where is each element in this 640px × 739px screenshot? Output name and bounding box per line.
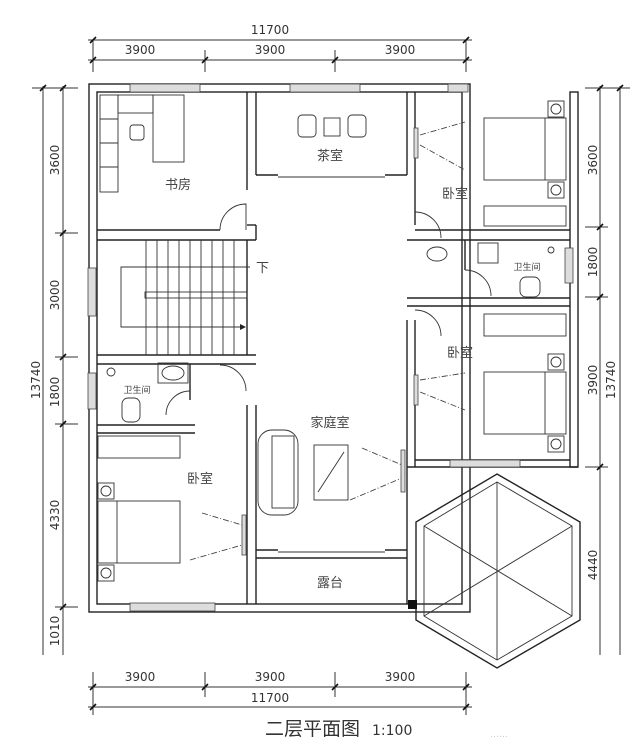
sofa-seat (271, 435, 295, 509)
room-label-bedroom-e: 卧室 (447, 345, 473, 361)
toilet-e (519, 276, 541, 298)
furniture (97, 94, 567, 582)
wardrobe-e (483, 313, 567, 337)
right-dim-3: 3900 (586, 365, 600, 396)
bottom-total-dim: 11700 (251, 691, 289, 705)
left-dim-3: 1800 (48, 377, 62, 408)
stair-down-label: 下 (256, 261, 269, 276)
sofa (257, 429, 299, 516)
door-bedroom-sw (219, 364, 247, 392)
window-bedroom-e (449, 459, 521, 468)
bottom-dim-2: 3900 (255, 670, 286, 684)
top-dim-3: 3900 (385, 43, 416, 57)
right-dim-1: 3600 (586, 145, 600, 176)
left-dim-4: 4330 (48, 500, 62, 531)
nightstand (547, 181, 565, 199)
door-bedroom-e (414, 309, 442, 337)
bed-ne (483, 117, 567, 181)
drawing-title: 二层平面图 (265, 718, 360, 739)
room-label-terrace: 露台 (317, 576, 343, 591)
sink-w (161, 365, 185, 381)
gazebo-hexagon (408, 473, 581, 669)
interior-walls (97, 91, 579, 604)
bed-e (483, 371, 567, 435)
floor-drain-e (547, 246, 555, 254)
room-label-bathroom-e: 卫生间 (513, 261, 540, 273)
tv-sightlines (189, 121, 466, 561)
right-dimensions: 3600 1800 3900 13740 4440 (585, 84, 630, 655)
right-dim-4: 4440 (586, 550, 600, 581)
desk-chair (129, 124, 145, 141)
right-total-dim: 13740 (604, 361, 618, 399)
door-study (219, 203, 247, 231)
room-label-study: 书房 (165, 177, 191, 193)
window-bath-w (87, 372, 97, 410)
window-ne-part (447, 83, 469, 93)
room-label-bedroom-sw: 卧室 (187, 471, 213, 487)
room-label-tea-room: 茶室 (317, 148, 343, 164)
floor-drain-w (106, 367, 116, 377)
top-total-dim: 11700 (251, 23, 289, 37)
left-dim-5: 1010 (48, 616, 62, 647)
desk-top (117, 94, 154, 114)
door-bath-e (464, 269, 492, 297)
window-bedroom-sw (129, 602, 216, 612)
top-dim-1: 3900 (125, 43, 156, 57)
staircase: 下 (120, 240, 269, 355)
toilet-w (121, 397, 141, 423)
wardrobe-ne (483, 205, 567, 227)
tea-chair-left (297, 114, 317, 138)
door-bath-w (165, 390, 191, 416)
top-dim-2: 3900 (255, 43, 286, 57)
room-label-bathroom-w: 卫生间 (123, 384, 150, 396)
door-bedroom-ne (414, 211, 442, 239)
wardrobe-sw (97, 435, 181, 459)
left-dim-1: 3600 (48, 145, 62, 176)
bottom-dimensions: 3900 3900 3900 11700 (88, 670, 472, 715)
exterior-walls (88, 83, 471, 613)
window-study (129, 83, 201, 93)
watermark: …… (490, 730, 508, 739)
bookshelf (99, 94, 119, 193)
bottom-dim-3: 3900 (385, 670, 416, 684)
desk (152, 94, 185, 163)
tea-table (323, 117, 341, 137)
window-tea-room (289, 83, 361, 93)
top-dimensions: 11700 3900 3900 3900 (88, 23, 472, 72)
left-total-dim: 13740 (29, 361, 43, 399)
tea-chair-right (347, 114, 367, 138)
column (408, 600, 417, 609)
left-dim-2: 3000 (48, 280, 62, 311)
nightstand (547, 100, 565, 118)
window-bath-e (564, 247, 574, 284)
washer (477, 242, 499, 264)
right-dim-2: 1800 (586, 247, 600, 278)
left-dimensions: 13740 3600 3000 1800 4330 1010 (29, 84, 78, 655)
sink-e (426, 246, 448, 262)
room-label-family-room: 家庭室 (310, 415, 349, 431)
drawing-scale: 1:100 (372, 723, 412, 739)
sink-w-cabinet (157, 362, 189, 384)
window-stair (87, 267, 97, 317)
room-label-bedroom-ne: 卧室 (442, 186, 468, 202)
bed-sw (97, 500, 181, 564)
doors (165, 203, 492, 416)
coffee-table (313, 444, 349, 501)
bottom-dim-1: 3900 (125, 670, 156, 684)
